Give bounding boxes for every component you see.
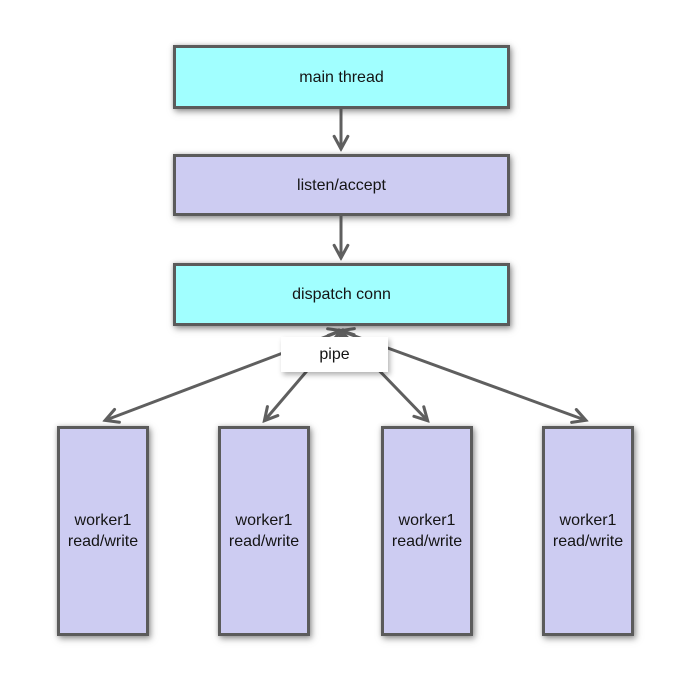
pipe-edge-label: pipe — [281, 337, 388, 372]
node-listen-accept: listen/accept — [173, 154, 510, 216]
node-listen-accept-label: listen/accept — [297, 176, 386, 194]
node-worker-3-role: read/write — [391, 533, 463, 550]
node-worker-2-role: read/write — [228, 533, 300, 550]
node-worker-4-role: read/write — [552, 533, 624, 550]
node-worker-2: worker1 read/write — [218, 426, 310, 636]
node-dispatch-conn-label: dispatch conn — [292, 286, 391, 303]
node-worker-1: worker1 read/write — [57, 426, 149, 636]
node-worker-2-name: worker1 — [235, 512, 293, 529]
node-worker-3-name: worker1 — [398, 512, 456, 529]
node-worker-1-role: read/write — [67, 533, 139, 550]
node-worker-4-name: worker1 — [559, 512, 617, 529]
node-main-thread-label: main thread — [299, 68, 384, 86]
node-worker-4: worker1 read/write — [542, 426, 634, 636]
node-worker-1-name: worker1 — [74, 512, 132, 529]
pipe-edge-label-text: pipe — [319, 345, 350, 363]
node-main-thread: main thread — [173, 45, 510, 109]
node-worker-3: worker1 read/write — [381, 426, 473, 636]
node-dispatch-conn: dispatch conn — [173, 263, 510, 326]
